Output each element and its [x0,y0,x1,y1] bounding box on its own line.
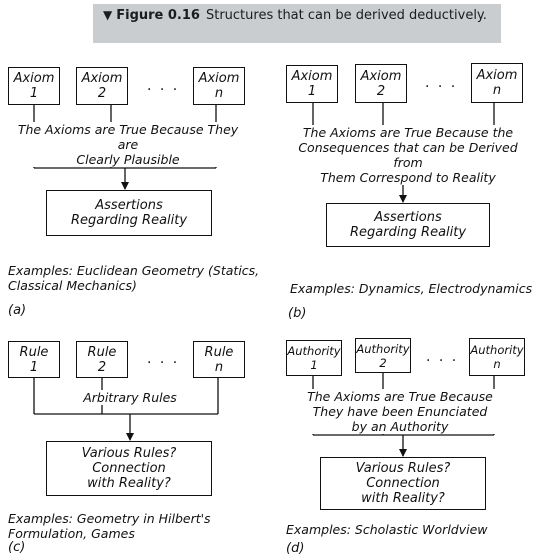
panel-a-axiom-2-box: Axiom 2 [76,67,128,105]
panel-a-examples: Examples: Euclidean Geometry (Statics, C… [8,263,260,293]
figure-number: Figure 0.16 [116,8,200,23]
panel-d-label: (d) [286,541,305,556]
panel-d-ellipsis: . . . [426,349,459,365]
panel-a-axiom-1-box: Axiom 1 [8,67,60,105]
panel-d-examples: Examples: Scholastic Worldview [286,522,488,537]
panel-b-axiom-1-box: Axiom 1 [286,65,338,103]
panel-a-axiom-n-box: Axiom n [193,67,245,105]
panel-c-label: (c) [8,540,26,555]
caption-triangle-icon: ▼ [103,8,113,22]
panel-b-label: (b) [288,306,307,321]
panel-c-output-box: Various Rules? Connection with Reality? [46,441,212,496]
panel-d-authority-2-box: Authority 2 [355,338,411,373]
panel-b-axiom-2-box: Axiom 2 [355,64,407,103]
panel-a-output-box: Assertions Regarding Reality [46,190,212,236]
panel-c-rule-1-box: Rule 1 [8,341,60,378]
panel-d-output-box: Various Rules? Connection with Reality? [320,457,486,510]
panel-c-reason: Arbitrary Rules [75,390,185,405]
panel-c-rule-n-box: Rule n [193,341,245,378]
panel-b-ellipsis: . . . [425,75,458,91]
panel-b-output-box: Assertions Regarding Reality [326,203,490,247]
figure-caption: ▼Figure 0.16 Structures that can be deriv… [93,4,501,43]
panel-d-authority-1-box: Authority 1 [286,340,342,376]
panel-c-rule-2-box: Rule 2 [76,341,128,378]
panel-a-reason: The Axioms are True Because They are Cle… [8,122,248,167]
panel-c-examples: Examples: Geometry in Hilbert's Formulat… [8,511,211,541]
panel-b-examples: Examples: Dynamics, Electrodynamics [290,281,533,296]
panel-b-reason: The Axioms are True Because the Conseque… [286,125,530,185]
panel-d-authority-n-box: Authority n [469,338,525,376]
caption-text: Structures that can be derived deductive… [205,8,487,23]
panel-b-axiom-n-box: Axiom n [471,63,523,103]
panel-a-label: (a) [8,303,27,318]
panel-c-ellipsis: . . . [147,351,180,367]
panel-d-reason: The Axioms are True Because They have be… [300,389,500,434]
panel-a-ellipsis: . . . [147,78,180,94]
